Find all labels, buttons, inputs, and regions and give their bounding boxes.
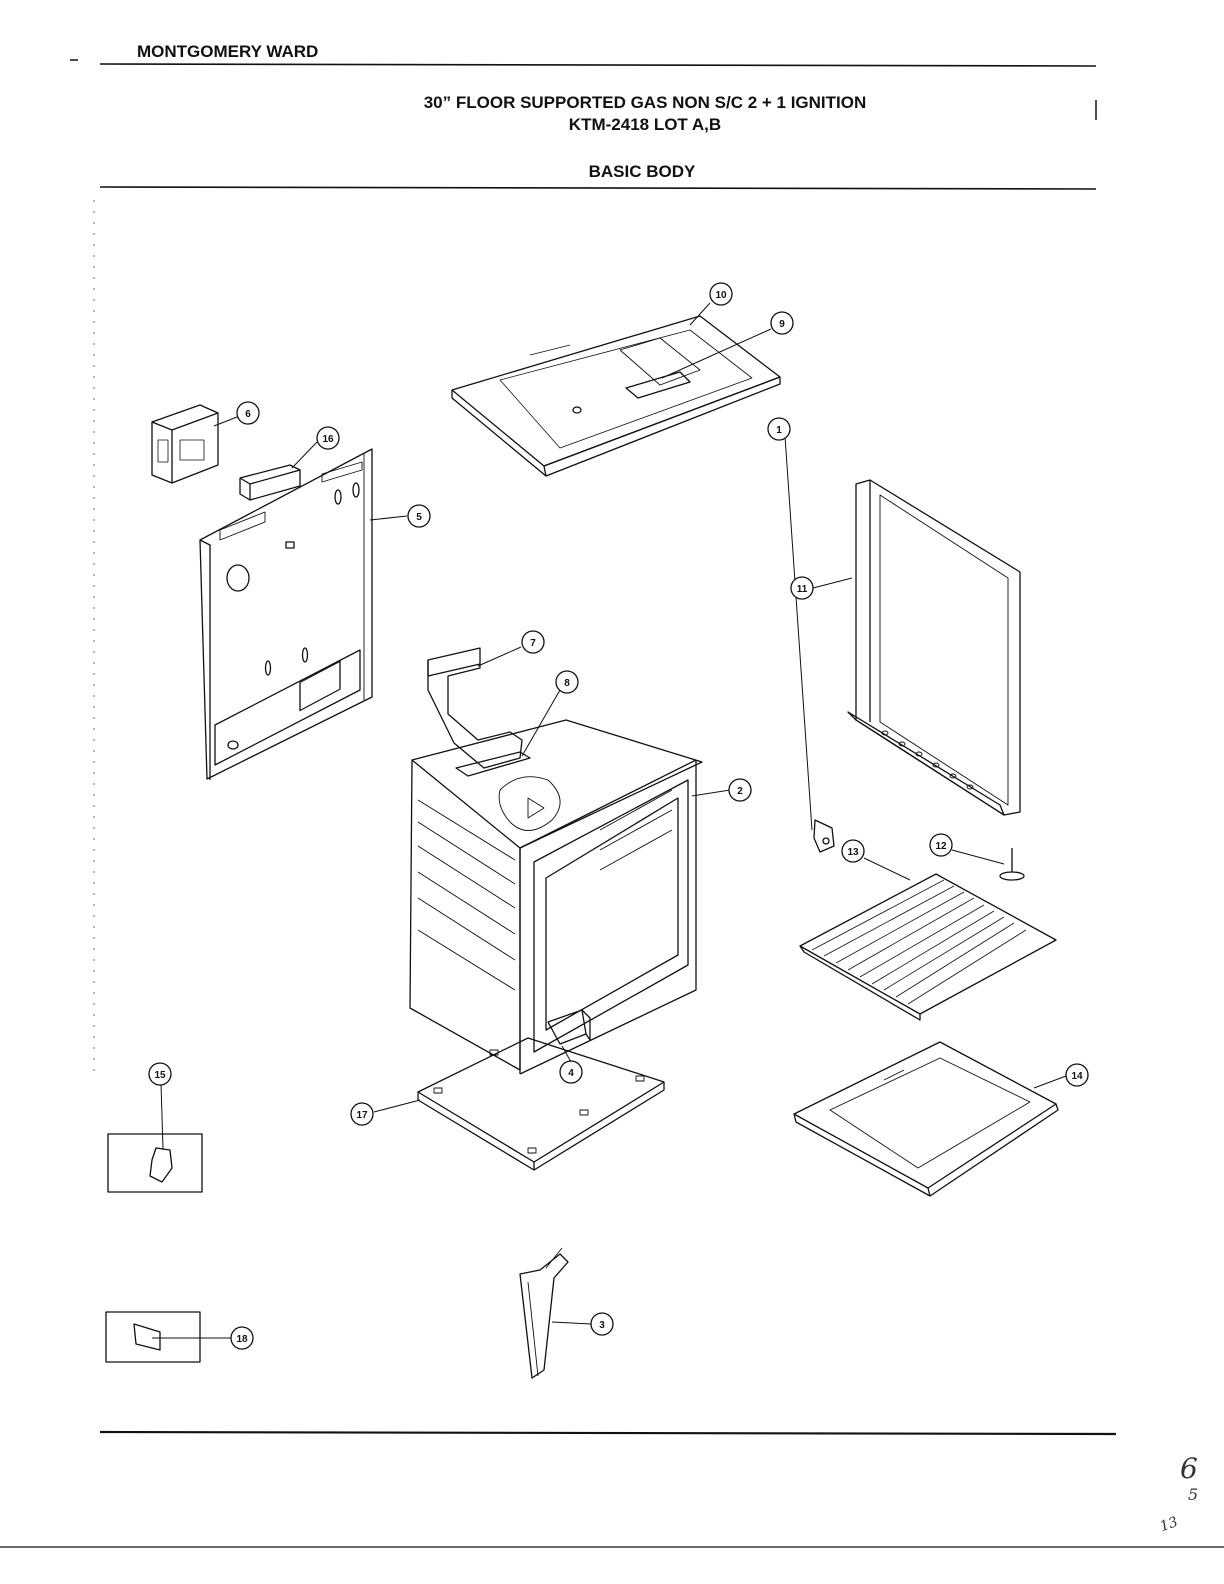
bottom-rule — [99, 1430, 1117, 1436]
callout-label: 5 — [416, 512, 422, 523]
leader-3 — [551, 1321, 592, 1325]
leader-9 — [661, 328, 772, 379]
part-clip — [813, 819, 835, 853]
leader-16 — [291, 441, 318, 469]
callout-label: 18 — [236, 1334, 248, 1345]
callout-10 — [709, 282, 733, 306]
part-base-pan — [417, 1037, 665, 1171]
section-rule — [99, 186, 1097, 190]
callout-label: 4 — [568, 1068, 574, 1079]
leader-10 — [689, 302, 711, 326]
callout-label: 11 — [797, 584, 808, 595]
callout-18 — [230, 1326, 254, 1350]
leader-2 — [691, 789, 731, 797]
callout-9 — [770, 311, 794, 335]
leader-5 — [369, 515, 408, 521]
callout-5 — [407, 504, 431, 528]
part-clip-box — [105, 1311, 201, 1363]
part-door-springs — [519, 1247, 569, 1379]
header-rule — [99, 63, 1097, 67]
leader-4 — [561, 1045, 572, 1063]
leader-15 — [160, 1082, 164, 1151]
leader-12 — [951, 849, 1005, 865]
callout-label: 7 — [530, 638, 536, 649]
callout-14 — [1065, 1063, 1089, 1087]
callout-15 — [148, 1062, 172, 1086]
callout-6 — [236, 401, 260, 425]
leader-11 — [812, 577, 853, 589]
handwritten-note: 13 — [1158, 1514, 1180, 1535]
part-oven-rack — [799, 873, 1057, 1021]
part-rear-panel — [199, 448, 373, 780]
callout-2 — [728, 778, 752, 802]
callout-label: 8 — [564, 678, 570, 689]
part-duct-gasket — [455, 751, 531, 777]
leader-1 — [784, 435, 813, 831]
part-vent-duct — [427, 647, 523, 769]
callout-12 — [929, 833, 953, 857]
model-title: 30” FLOOR SUPPORTED GAS NON S/C 2 + 1 IG… — [423, 93, 867, 112]
leader-17 — [373, 1099, 421, 1113]
handwritten-note: 5 — [1188, 1485, 1198, 1504]
section-title: BASIC BODY — [588, 162, 696, 181]
part-burner-box — [625, 371, 691, 399]
callout-label: 1 — [776, 425, 782, 436]
callout-11 — [790, 576, 814, 600]
callout-label: 16 — [322, 434, 334, 445]
callout-17 — [350, 1102, 374, 1126]
leader-6 — [213, 416, 238, 427]
part-floor-bracket — [547, 1009, 591, 1045]
handwritten-note: 6 — [1180, 1452, 1198, 1485]
leader-14 — [1033, 1075, 1067, 1089]
callout-label: 12 — [935, 841, 947, 852]
part-control-box — [151, 404, 219, 484]
callout-3 — [590, 1312, 614, 1336]
part-small-bracket — [239, 464, 301, 501]
model-lot: KTM-2418 LOT A,B — [568, 115, 722, 134]
callout-label: 14 — [1071, 1071, 1083, 1082]
callout-16 — [316, 426, 340, 450]
callout-label: 10 — [715, 290, 727, 301]
part-broiler-pan — [793, 1041, 1059, 1197]
brand-header: MONTGOMERY WARD — [137, 42, 319, 61]
leader-8 — [521, 689, 561, 757]
callout-13 — [841, 839, 865, 863]
part-hinge-box — [107, 1133, 203, 1193]
part-oven-body — [409, 719, 703, 1075]
callout-7 — [521, 630, 545, 654]
callout-1 — [767, 417, 791, 441]
callout-4 — [559, 1060, 583, 1084]
leader-13 — [863, 857, 911, 881]
leader-7 — [477, 646, 522, 667]
callout-label: 3 — [599, 1320, 605, 1331]
part-leveling-leg — [999, 848, 1025, 881]
callout-label: 6 — [245, 409, 251, 420]
callout-label: 2 — [737, 786, 743, 797]
callout-8 — [555, 670, 579, 694]
part-cooktop — [451, 315, 781, 477]
part-side-panel — [847, 479, 1021, 816]
callout-label: 17 — [356, 1110, 368, 1121]
callout-label: 15 — [154, 1070, 166, 1081]
callout-label: 9 — [779, 319, 785, 330]
callout-label: 13 — [847, 847, 859, 858]
